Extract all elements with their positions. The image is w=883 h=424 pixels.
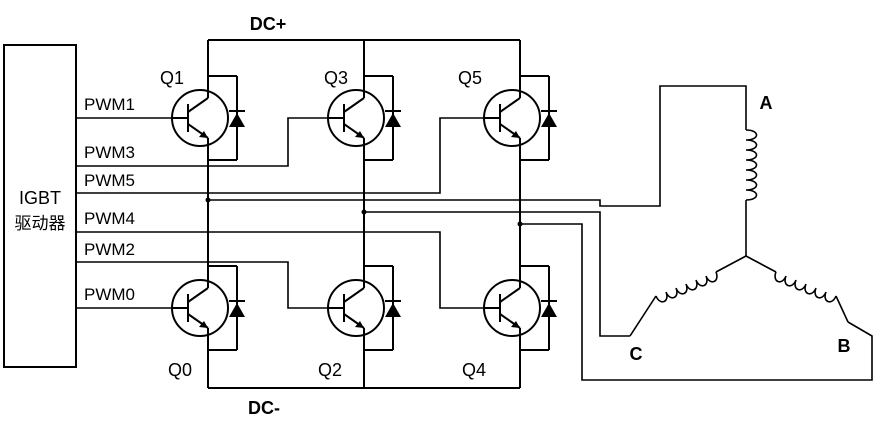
q1-label: Q1 bbox=[160, 68, 184, 88]
transistor-q1: Q1 bbox=[160, 68, 246, 161]
phase-b-label: B bbox=[838, 336, 851, 356]
junctions bbox=[205, 197, 523, 227]
transistor-q2: Q2 bbox=[318, 265, 402, 380]
pwm3-label: PWM3 bbox=[84, 143, 135, 162]
pwm2-label: PWM2 bbox=[84, 240, 135, 259]
pwm0-label: PWM0 bbox=[84, 285, 135, 304]
q5-label: Q5 bbox=[458, 68, 482, 88]
motor-windings: A C B bbox=[629, 93, 851, 364]
transistor-q0: Q0 bbox=[168, 265, 246, 380]
pwm-lines: PWM1 PWM3 PWM5 PWM4 PWM2 PWM0 bbox=[76, 95, 484, 309]
phase-c-wire bbox=[364, 211, 630, 337]
q2-label: Q2 bbox=[318, 360, 342, 380]
phase-c-label: C bbox=[630, 344, 643, 364]
winding-a bbox=[745, 129, 758, 201]
winding-c bbox=[655, 271, 718, 303]
q0-label: Q0 bbox=[168, 360, 192, 380]
q3-label: Q3 bbox=[324, 68, 348, 88]
dc-negative-label: DC- bbox=[248, 398, 280, 418]
driver-label-line1: IGBT bbox=[19, 188, 61, 208]
dc-positive-label: DC+ bbox=[250, 14, 287, 34]
phase-a-wire bbox=[208, 85, 747, 207]
pwm4-line bbox=[76, 231, 484, 309]
pwm1-label: PWM1 bbox=[84, 95, 135, 114]
pwm5-label: PWM5 bbox=[84, 171, 135, 190]
transistor-q5: Q5 bbox=[458, 68, 558, 161]
phase-outputs bbox=[208, 85, 873, 381]
q4-label: Q4 bbox=[462, 360, 486, 380]
driver-label-line2: 驱动器 bbox=[15, 214, 66, 234]
transistor-q4: Q4 bbox=[462, 265, 558, 380]
winding-b bbox=[774, 271, 837, 303]
igbt-driver: IGBT 驱动器 bbox=[3, 44, 77, 368]
pwm2-line bbox=[76, 261, 328, 309]
phase-a-label: A bbox=[760, 93, 773, 113]
phase-b-wire bbox=[520, 223, 873, 381]
pwm4-label: PWM4 bbox=[84, 209, 135, 228]
transistor-q3: Q3 bbox=[324, 68, 402, 161]
pwm3-line bbox=[76, 117, 328, 167]
pwm5-line bbox=[76, 117, 484, 194]
